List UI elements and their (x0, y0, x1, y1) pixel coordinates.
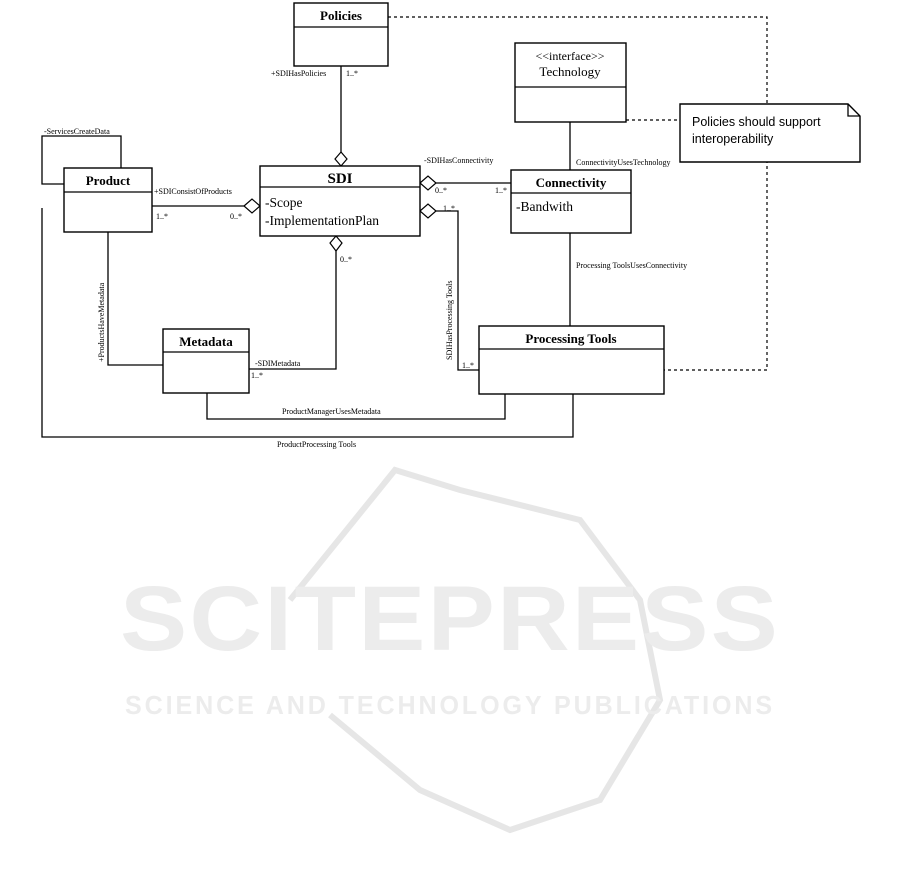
class-product-name: Product (86, 173, 131, 188)
mult-sdi-product-end: 0..* (230, 212, 242, 221)
class-technology-stereotype: <<interface>> (535, 49, 604, 63)
assoc-product-metadata (107, 232, 163, 366)
class-sdi-attr-scope: -Scope (265, 195, 303, 210)
assoc-metadata-processing (206, 393, 506, 420)
mult-sdi-metadata-end: 0..* (340, 255, 352, 264)
mult-connectivity-end: 1..* (495, 186, 507, 195)
class-product[interactable]: Product (63, 167, 153, 233)
class-processing-tools[interactable]: Processing Tools (478, 325, 665, 395)
class-metadata[interactable]: Metadata (162, 328, 250, 394)
note-line-1: Policies should support (692, 115, 821, 129)
class-processing-tools-name: Processing Tools (525, 331, 616, 346)
mult-product-end: 1..* (156, 212, 168, 221)
assoc-sdi-metadata (249, 251, 337, 370)
class-sdi-attr-implementation-plan: -ImplementationPlan (265, 213, 379, 228)
mult-policies-end: 1..* (346, 69, 358, 78)
label-product-processing-tools: ProductProcessing Tools (277, 440, 356, 449)
assoc-product-processing (41, 208, 574, 438)
label-sdi-has-processing-tools: SDIHasProcessing Tools (445, 280, 454, 360)
watermark-logo-shape (287, 466, 664, 834)
sdi-processing-diamond (419, 203, 437, 219)
mult-sdi-processing-end: 1..* (443, 204, 455, 213)
label-product-manager-uses-metadata: ProductManagerUsesMetadata (282, 407, 381, 416)
label-sdi-metadata: -SDIMetadata (255, 359, 301, 368)
sdi-products-diamond (243, 198, 261, 214)
label-services-create-data: -ServicesCreateData (44, 127, 110, 136)
assoc-services-create-data (41, 135, 122, 185)
class-technology[interactable]: <<interface>> Technology (514, 42, 627, 123)
label-sdi-consist-of-products: +SDIConsistOfProducts (154, 187, 232, 196)
label-connectivity-uses-technology: ConnectivityUsesTechnology (576, 158, 671, 167)
class-metadata-name: Metadata (179, 334, 233, 349)
class-connectivity-name: Connectivity (536, 175, 607, 190)
class-connectivity[interactable]: Connectivity -Bandwith (510, 169, 632, 234)
mult-sdi-connectivity-end: 0..* (435, 186, 447, 195)
note-interoperability: Policies should support interoperability (679, 103, 861, 163)
sdi-policies-diamond (334, 151, 348, 167)
mult-processing-end: 1..* (462, 361, 474, 370)
class-sdi[interactable]: SDI -Scope -ImplementationPlan (259, 165, 421, 237)
assoc-sdi-processing-tools (436, 210, 479, 371)
note-line-2: interoperability (692, 132, 774, 146)
label-processing-tools-uses-connectivity: Processing ToolsUsesConnectivity (576, 261, 687, 270)
label-products-have-metadata: +ProductsHaveMetadata (97, 282, 106, 362)
class-policies-name: Policies (320, 8, 362, 23)
label-sdi-has-policies: +SDIHasPolicies (271, 69, 326, 78)
class-technology-name: Technology (539, 64, 601, 79)
scitepress-watermark: SCITEPRESS SCIENCE AND TECHNOLOGY PUBLIC… (120, 466, 780, 834)
label-sdi-has-connectivity: -SDIHasConnectivity (424, 156, 493, 165)
sdi-connectivity-diamond (419, 175, 437, 191)
sdi-metadata-diamond (329, 235, 343, 252)
watermark-name: SCITEPRESS (120, 568, 780, 670)
class-policies[interactable]: Policies (293, 2, 389, 67)
class-connectivity-attr-bandwith: -Bandwith (516, 199, 573, 214)
watermark-tagline: SCIENCE AND TECHNOLOGY PUBLICATIONS (125, 690, 775, 720)
mult-metadata-end: 1..* (251, 371, 263, 380)
class-sdi-name: SDI (327, 171, 352, 187)
